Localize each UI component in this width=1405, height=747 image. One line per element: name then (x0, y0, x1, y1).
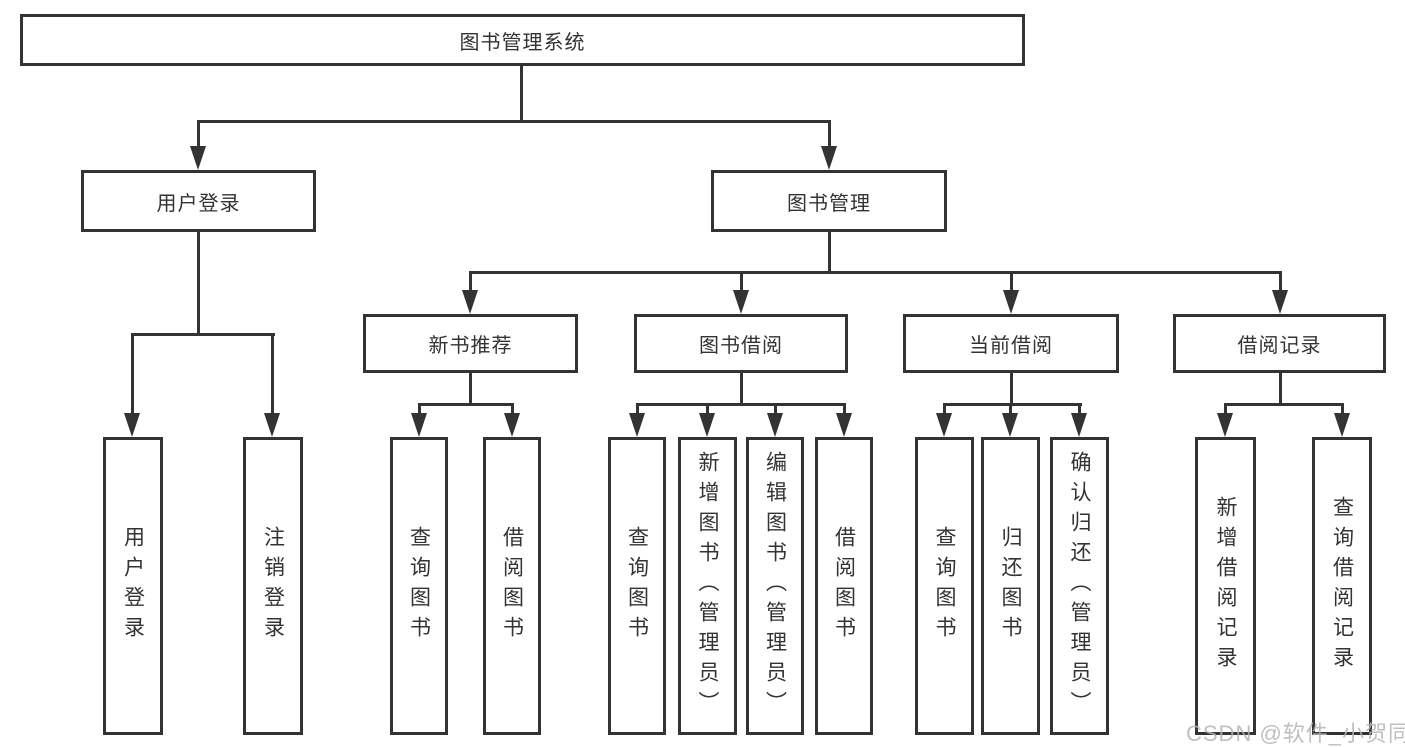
connector-to-leaf-logout (271, 333, 274, 415)
arrowhead-borrow-records (1272, 290, 1288, 314)
leaf-confirm-return-admin: 确认归还（管理员） (1050, 437, 1109, 735)
connector-to-leaf-query-record (1341, 403, 1344, 417)
connector-to-leaf-query-book-1 (418, 403, 421, 417)
connector-to-current-borrow (1010, 271, 1013, 293)
leaf-borrow-book-2-label: 借阅图书 (832, 526, 856, 646)
leaf-add-borrow-record: 新增借阅记录 (1195, 437, 1256, 735)
node-borrow-records: 借阅记录 (1173, 314, 1386, 373)
arrowhead-leaf-add-book (699, 413, 715, 437)
connector-root-rail (197, 120, 831, 123)
node-book-borrow-label: 图书借阅 (699, 335, 783, 357)
arrowhead-leaf-borrow-book-1 (504, 413, 520, 437)
connector-to-leaf-confirm-return (1078, 403, 1081, 417)
connector-user-login-rail (131, 333, 275, 336)
leaf-confirm-return-admin-label: 确认归还（管理员） (1068, 451, 1091, 721)
node-user-login: 用户登录 (81, 170, 316, 232)
connector-to-book-management (828, 120, 831, 150)
leaf-query-book-2: 查询图书 (608, 437, 666, 735)
leaf-query-book-1-label: 查询图书 (407, 526, 431, 646)
leaf-edit-book-admin: 编辑图书（管理员） (746, 437, 804, 735)
leaf-logout-label: 注销登录 (261, 526, 285, 646)
arrowhead-leaf-user-login (124, 413, 140, 437)
leaf-query-borrow-record: 查询借阅记录 (1312, 437, 1372, 735)
leaf-user-login-label: 用户登录 (121, 526, 145, 646)
node-root: 图书管理系统 (20, 14, 1025, 66)
connector-to-user-login (197, 120, 200, 150)
node-book-management: 图书管理 (711, 170, 947, 232)
leaf-query-book-3: 查询图书 (915, 437, 974, 735)
connector-borrow-stem (740, 373, 743, 406)
arrowhead-leaf-edit-book (767, 413, 783, 437)
leaf-borrow-book-1: 借阅图书 (483, 437, 541, 735)
connector-to-leaf-return-book (1009, 403, 1012, 417)
node-current-borrow-label: 当前借阅 (969, 335, 1053, 357)
connector-to-leaf-query-book-2 (636, 403, 639, 417)
arrowhead-leaf-logout (264, 413, 280, 437)
leaf-edit-book-admin-label: 编辑图书（管理员） (763, 451, 787, 721)
connector-records-rail (1224, 403, 1344, 406)
leaf-user-login: 用户登录 (103, 437, 163, 735)
arrowhead-leaf-add-record (1217, 413, 1233, 437)
leaf-add-book-admin-label: 新增图书（管理员） (696, 451, 719, 721)
connector-book-management-stem (828, 232, 831, 274)
arrowhead-leaf-query-book-1 (411, 413, 427, 437)
leaf-logout: 注销登录 (243, 437, 303, 735)
leaf-query-book-3-label: 查询图书 (933, 526, 956, 646)
connector-to-new-book-recommend (469, 271, 472, 293)
connector-root-stem (520, 66, 523, 122)
connector-to-leaf-add-record (1224, 403, 1227, 417)
node-user-login-label: 用户登录 (156, 192, 241, 215)
connector-records-stem (1279, 373, 1282, 406)
node-new-book-recommend-label: 新书推荐 (428, 335, 513, 357)
arrowhead-current-borrow (1003, 290, 1019, 314)
leaf-add-borrow-record-label: 新增借阅记录 (1214, 496, 1237, 676)
arrowhead-leaf-confirm-return (1071, 413, 1087, 437)
connector-to-leaf-edit-book (774, 403, 777, 417)
connector-to-book-borrow (740, 271, 743, 293)
leaf-add-book-admin: 新增图书（管理员） (678, 437, 737, 735)
node-current-borrow: 当前借阅 (903, 314, 1119, 373)
leaf-query-borrow-record-label: 查询借阅记录 (1330, 496, 1354, 676)
connector-to-leaf-borrow-book-2 (843, 403, 846, 417)
leaf-query-book-1: 查询图书 (390, 437, 448, 735)
arrowhead-leaf-borrow-book-2 (836, 413, 852, 437)
arrowhead-new-book-recommend (462, 290, 478, 314)
connector-borrow-rail (636, 403, 846, 406)
leaf-return-book-label: 归还图书 (999, 526, 1022, 646)
leaf-borrow-book-1-label: 借阅图书 (500, 526, 524, 646)
connector-to-leaf-add-book (706, 403, 709, 417)
arrowhead-leaf-query-book-3 (936, 413, 952, 437)
leaf-query-book-2-label: 查询图书 (625, 526, 649, 646)
connector-current-stem (1010, 373, 1013, 406)
connector-to-leaf-query-book-3 (943, 403, 946, 417)
arrowhead-book-management (821, 146, 837, 170)
leaf-borrow-book-2: 借阅图书 (815, 437, 873, 735)
node-book-management-label: 图书管理 (787, 192, 871, 215)
connector-new-book-stem (469, 373, 472, 406)
connector-user-login-stem (197, 232, 200, 336)
node-borrow-records-label: 借阅记录 (1237, 335, 1322, 357)
connector-book-management-rail (469, 271, 1282, 274)
connector-current-rail (943, 403, 1082, 406)
arrowhead-book-borrow (733, 290, 749, 314)
connector-to-borrow-records (1279, 271, 1282, 293)
arrowhead-leaf-query-book-2 (629, 413, 645, 437)
connector-to-leaf-borrow-book-1 (511, 403, 514, 417)
node-book-borrow: 图书借阅 (634, 314, 848, 373)
connector-new-book-rail (418, 403, 514, 406)
arrowhead-leaf-return-book (1002, 413, 1018, 437)
node-root-label: 图书管理系统 (459, 31, 586, 54)
arrowhead-user-login (190, 146, 206, 170)
arrowhead-leaf-query-record (1334, 413, 1350, 437)
connector-to-leaf-user-login (131, 333, 134, 415)
leaf-return-book: 归还图书 (981, 437, 1040, 735)
node-new-book-recommend: 新书推荐 (363, 314, 578, 373)
csdn-watermark: CSDN @软件_小贺同学 (1186, 721, 1405, 746)
